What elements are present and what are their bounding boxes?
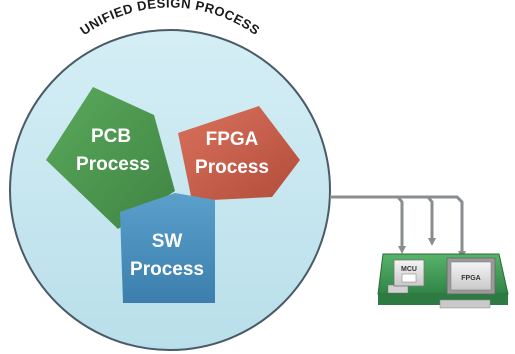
circuit-board: MCU FPGA: [377, 253, 509, 309]
connector-mcu-arrow: [396, 196, 406, 254]
mcu-chip: MCU: [393, 259, 425, 287]
fpga-process-shape: FPGA Process: [178, 106, 300, 201]
fpga-label-line1: FPGA: [206, 129, 259, 150]
board-connector: [439, 299, 491, 309]
fpga-chip-label: FPGA: [461, 275, 480, 282]
sw-label-line1: SW: [152, 231, 183, 252]
sw-label-line2: Process: [130, 259, 204, 280]
fpga-chip: FPGA: [446, 257, 496, 295]
mcu-label: MCU: [401, 266, 417, 273]
sw-process-shape: SW Process: [120, 193, 215, 303]
pcb-process-shape: PCB Process: [46, 87, 175, 229]
pcb-label-line2: Process: [76, 154, 150, 175]
connector-lines: [330, 195, 466, 259]
mcu-chip-mark: [401, 273, 417, 283]
connector-mid-arrow: [426, 196, 436, 246]
pcb-label-line1: PCB: [91, 126, 131, 147]
fpga-label-line2: Process: [195, 157, 269, 178]
connector-main: [330, 195, 464, 238]
